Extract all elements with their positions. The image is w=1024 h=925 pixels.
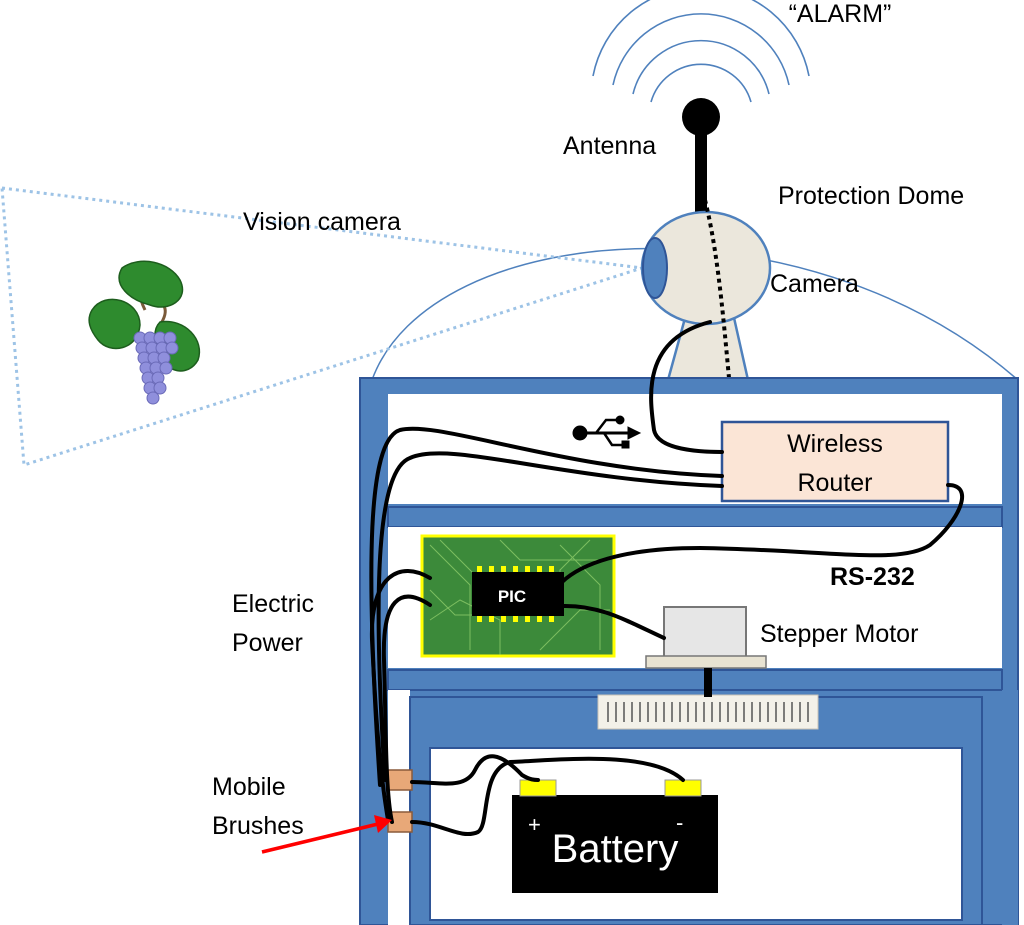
brushes-arrow: [261, 815, 392, 854]
grape-icon: [88, 260, 201, 405]
antenna-label: Antenna: [563, 132, 656, 160]
protection-dome: [371, 247, 1019, 381]
protection-dome-label: Protection Dome: [778, 182, 964, 210]
alarm-label: “ALARM”: [789, 0, 892, 28]
electric-power-label-line1: Electric: [232, 590, 314, 618]
camera-label: Camera: [770, 270, 859, 298]
stepper-motor: [645, 606, 767, 697]
grape-berry: [153, 381, 167, 395]
circuit-board: PIC: [420, 534, 616, 658]
shelf-2: [387, 669, 1003, 691]
signal-waves-icon: [592, 0, 810, 103]
battery-terminal-minus: [664, 779, 702, 797]
shelf-1: [387, 506, 1003, 528]
vision-camera-label: Vision camera: [243, 208, 401, 236]
router-label-line2: Router: [797, 469, 872, 497]
battery-minus-sign: -: [676, 810, 683, 835]
antenna-icon: [682, 98, 720, 215]
mobile-brushes-label-line1: Mobile: [212, 773, 286, 801]
camera-lens: [642, 237, 668, 299]
grape-berry: [165, 341, 179, 355]
usb-icon: [572, 415, 642, 449]
vision-cone: [0, 186, 643, 468]
battery-label: Battery: [552, 827, 679, 871]
pic-label: PIC: [498, 587, 526, 606]
mobile-brushes-label-line2: Brushes: [212, 812, 304, 840]
battery: + - Battery: [512, 779, 718, 893]
rack-gear: [597, 694, 819, 730]
electric-power-label-line2: Power: [232, 629, 303, 657]
wireless-router: Wireless Router: [720, 420, 950, 503]
grape-berry: [146, 391, 160, 405]
battery-terminal-plus: [519, 779, 557, 797]
wires: [369, 320, 965, 836]
rack-gear-teeth: [607, 702, 809, 722]
rs232-label: RS-232: [830, 563, 915, 591]
grape-berry: [159, 361, 173, 375]
battery-plus-sign: +: [528, 812, 541, 837]
stepper-motor-label: Stepper Motor: [760, 620, 918, 648]
router-label-line1: Wireless: [787, 430, 883, 458]
pic-chip-icon: PIC: [472, 566, 564, 622]
